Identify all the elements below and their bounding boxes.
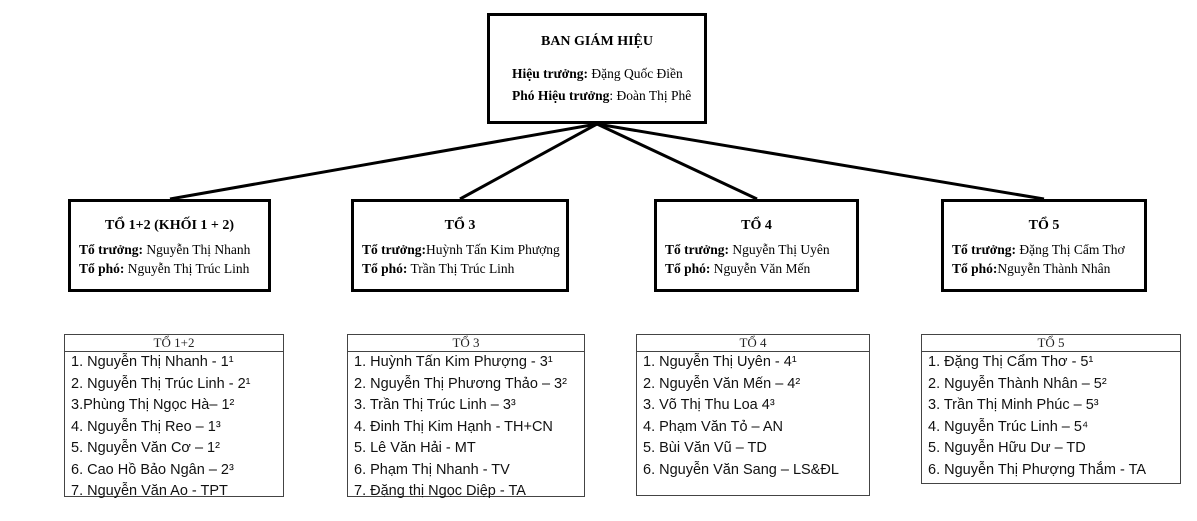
group-leader-line: Tổ trưởng: Nguyễn Thị Uyên xyxy=(665,242,830,258)
list-item: 2. Nguyễn Văn Mến – 4² xyxy=(643,375,801,392)
leader-name: Nguyễn Thị Uyên xyxy=(728,242,830,257)
list-item: 6. Nguyễn Thị Phượng Thắm - TA xyxy=(928,461,1147,478)
leader-label: Tổ trưởng: xyxy=(952,242,1016,257)
group-deputy-line: Tổ phó: Nguyễn Văn Mến xyxy=(665,261,810,277)
list-item: 6. Nguyễn Văn Sang – LS&ĐL xyxy=(643,461,839,478)
vice-principal-name: : Đoàn Thị Phê xyxy=(609,88,692,103)
list-item: 6. Cao Hồ Bảo Ngân – 2³ xyxy=(71,461,234,478)
leader-name: Đặng Thị Cẩm Thơ xyxy=(1015,242,1125,257)
group-title: TỔ 1+2 (KHỐI 1 + 2) xyxy=(104,218,235,233)
list-item: 7. Đặng thị Ngọc Diệp - TA xyxy=(354,483,526,499)
list-item: 3. Võ Thị Thu Loa 4³ xyxy=(643,397,775,413)
list-item: 6. Phạm Thị Nhanh - TV xyxy=(354,461,510,478)
list-title: TỔ 1+2 xyxy=(65,335,283,352)
leader-name: Nguyễn Thị Nhanh xyxy=(142,242,251,257)
list-item: 5. Bùi Văn Vũ – TD xyxy=(643,440,767,456)
list-item: 2. Nguyễn Thành Nhân – 5² xyxy=(928,375,1107,392)
leader-name: Huỳnh Tấn Kim Phượng xyxy=(425,242,560,257)
list-item: 3.Phùng Thị Ngọc Hà– 1² xyxy=(71,397,235,413)
group-box-5: TỔ 5 Tổ trưởng: Đặng Thị Cẩm Thơ Tổ phó:… xyxy=(941,199,1147,292)
list-item: 5. Nguyễn Hữu Dư – TD xyxy=(928,440,1086,456)
group-deputy-line: Tổ phó:Nguyễn Thành Nhân xyxy=(952,261,1110,277)
group-leader-line: Tổ trưởng:Huỳnh Tấn Kim Phượng xyxy=(362,242,560,258)
member-list-1-2: TỔ 1+2 1. Nguyễn Thị Nhanh - 1¹ 2. Nguyễ… xyxy=(64,334,284,499)
list-item: 4. Nguyễn Trúc Linh – 5⁴ xyxy=(928,418,1089,435)
leader-label: Tổ trưởng: xyxy=(79,242,143,257)
group-box-3: TỔ 3 Tổ trưởng:Huỳnh Tấn Kim Phượng Tổ p… xyxy=(351,199,569,292)
list-item: 7. Nguyễn Văn Ao - TPT xyxy=(71,483,228,499)
list-title: TỔ 3 xyxy=(348,335,584,352)
deputy-name: Nguyễn Thị Trúc Linh xyxy=(124,261,250,276)
member-list-5: TỔ 5 1. Đặng Thị Cẩm Thơ - 5¹ 2. Nguyễn … xyxy=(921,334,1181,484)
list-item: 5. Nguyễn Văn Cơ – 1² xyxy=(71,440,220,456)
list-item: 4. Đinh Thị Kim Hạnh - TH+CN xyxy=(354,418,553,435)
list-item: 2. Nguyễn Thị Phương Thảo – 3² xyxy=(354,375,567,392)
list-item: 1. Nguyễn Thị Nhanh - 1¹ xyxy=(71,354,234,370)
member-list-3: TỔ 3 1. Huỳnh Tấn Kim Phượng - 3¹ 2. Ngu… xyxy=(347,334,585,499)
deputy-name: Nguyễn Văn Mến xyxy=(710,261,811,276)
list-title: TỔ 5 xyxy=(922,335,1180,352)
connector-line xyxy=(596,122,758,201)
list-item: 1. Huỳnh Tấn Kim Phượng - 3¹ xyxy=(354,354,553,370)
list-item: 4. Phạm Văn Tỏ – AN xyxy=(643,418,783,435)
list-title: TỔ 4 xyxy=(637,335,869,352)
deputy-label: Tổ phó: xyxy=(362,261,408,276)
connector-line xyxy=(459,122,598,201)
board-title: BAN GIÁM HIỆU xyxy=(540,34,653,49)
list-item: 4. Nguyễn Thị Reo – 1³ xyxy=(71,418,221,435)
group-title: TỔ 3 xyxy=(444,218,476,233)
deputy-label: Tổ phó: xyxy=(952,261,998,276)
group-title: TỔ 4 xyxy=(741,218,772,233)
deputy-label: Tổ phó: xyxy=(665,261,711,276)
group-deputy-line: Tổ phó: Trần Thị Trúc Linh xyxy=(362,261,514,277)
deputy-name: Trần Thị Trúc Linh xyxy=(407,261,515,276)
principal-label: Hiệu trưởng: xyxy=(512,66,588,81)
deputy-label: Tổ phó: xyxy=(79,261,125,276)
group-leader-line: Tổ trưởng: Đặng Thị Cẩm Thơ xyxy=(952,242,1125,258)
list-item: 3. Trần Thị Trúc Linh – 3³ xyxy=(354,397,516,413)
principal-line: Hiệu trưởng: Đặng Quốc Điền xyxy=(512,66,683,82)
connector-line xyxy=(596,122,1045,201)
list-item: 1. Nguyễn Thị Uyên - 4¹ xyxy=(643,354,797,370)
group-box-1-2: TỔ 1+2 (KHỐI 1 + 2) Tổ trưởng: Nguyễn Th… xyxy=(68,199,271,292)
leader-label: Tổ trưởng: xyxy=(362,242,426,257)
board-box: BAN GIÁM HIỆU Hiệu trưởng: Đặng Quốc Điề… xyxy=(487,13,707,124)
principal-name: Đặng Quốc Điền xyxy=(591,66,683,81)
group-leader-line: Tổ trưởng: Nguyễn Thị Nhanh xyxy=(79,242,250,258)
group-deputy-line: Tổ phó: Nguyễn Thị Trúc Linh xyxy=(79,261,249,277)
list-item: 2. Nguyễn Thị Trúc Linh - 2¹ xyxy=(71,375,251,392)
list-item: 5. Lê Văn Hải - MT xyxy=(354,440,476,456)
list-item: 1. Đặng Thị Cẩm Thơ - 5¹ xyxy=(928,354,1094,370)
member-list-4: TỔ 4 1. Nguyễn Thị Uyên - 4¹ 2. Nguyễn V… xyxy=(636,334,870,496)
vice-principal-line: Phó Hiệu trưởng: Đoàn Thị Phê xyxy=(512,88,691,104)
list-item: 3. Trần Thị Minh Phúc – 5³ xyxy=(928,397,1099,413)
connector-line xyxy=(169,122,598,201)
group-box-4: TỔ 4 Tổ trưởng: Nguyễn Thị Uyên Tổ phó: … xyxy=(654,199,859,292)
leader-label: Tổ trưởng: xyxy=(665,242,729,257)
deputy-name: Nguyễn Thành Nhân xyxy=(997,261,1111,276)
vice-principal-label: Phó Hiệu trưởng xyxy=(512,88,610,103)
group-title: TỔ 5 xyxy=(1028,218,1060,233)
